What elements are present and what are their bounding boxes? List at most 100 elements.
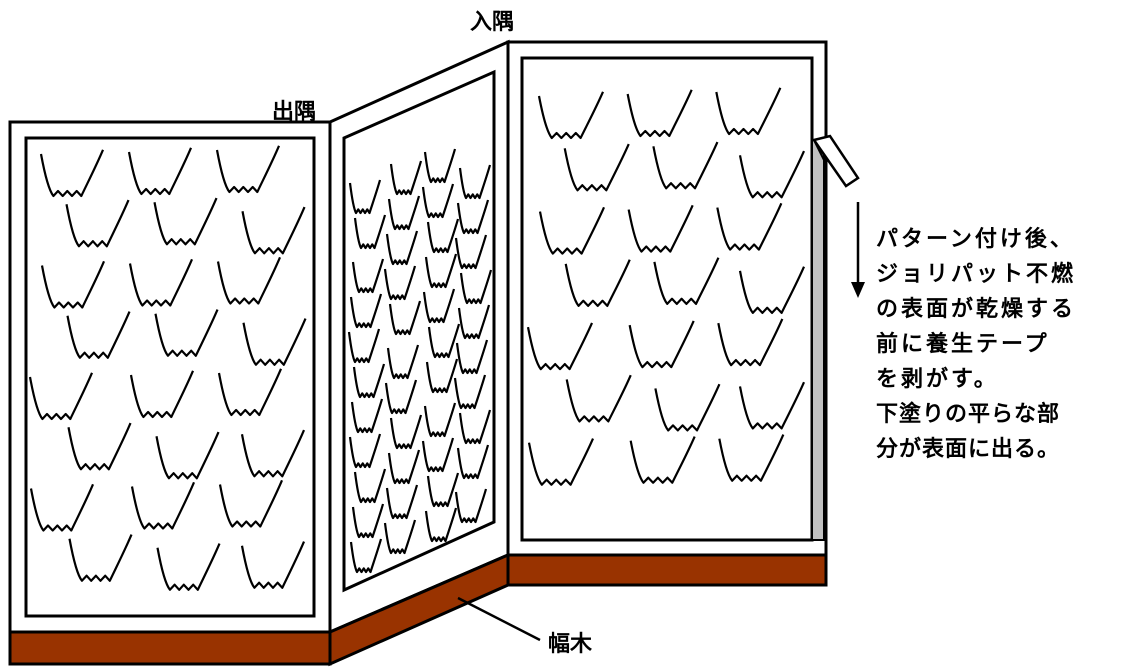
trowel-pattern-mark <box>387 195 421 231</box>
trowel-pattern-mark <box>128 258 194 307</box>
note-line: の表面が乾燥する <box>876 297 1077 322</box>
left-wall-panel <box>8 120 332 666</box>
trowel-pattern-mark <box>458 164 492 200</box>
trowel-pattern-mark <box>40 260 106 309</box>
trowel-pattern-mark <box>716 202 783 251</box>
trowel-pattern-mark <box>426 472 460 508</box>
right-baseboard <box>506 553 828 587</box>
trowel-pattern-mark <box>39 149 105 198</box>
trowel-pattern-mark <box>454 234 488 270</box>
trowel-pattern-mark <box>384 379 418 415</box>
trowel-pattern-mark <box>565 374 632 423</box>
trowel-pattern-mark <box>240 429 306 478</box>
trowel-pattern-mark <box>215 145 281 194</box>
right-wall-panel <box>506 40 828 587</box>
trowel-pattern-mark <box>216 256 282 305</box>
trowel-pattern-mark <box>155 431 220 480</box>
note-line: を剥がす。 <box>876 367 999 392</box>
label-outside-corner: 出隅 <box>272 100 317 125</box>
trowel-pattern-mark <box>240 541 306 589</box>
trowel-pattern-mark <box>653 257 720 305</box>
trowel-pattern-mark <box>424 253 458 289</box>
trowel-pattern-mark <box>424 507 458 543</box>
trowel-pattern-mark <box>459 269 493 305</box>
note-line: パターン付け後、 <box>876 227 1075 252</box>
trowel-pattern-mark <box>348 433 382 469</box>
trowel-pattern-mark <box>129 370 195 419</box>
trowel-pattern-mark <box>67 422 132 471</box>
trowel-pattern-mark <box>351 258 385 294</box>
middle-wall-inner <box>342 69 496 593</box>
trowel-pattern-mark <box>242 318 307 366</box>
trowel-pattern-mark <box>629 436 696 484</box>
trowel-pattern-mark <box>353 214 387 250</box>
trowel-pattern-mark <box>156 543 221 591</box>
trowel-pattern-mark <box>422 288 456 324</box>
trowel-pattern-mark <box>454 488 488 524</box>
trowel-pattern-mark <box>527 438 595 486</box>
trowel-pattern-mark <box>458 409 492 445</box>
trowel-pattern-mark <box>628 320 695 369</box>
instruction-note: パターン付け後、 ジョリパット不燃 の表面が乾燥する 前に養生テープ を剥がす。… <box>876 222 1126 467</box>
trowel-pattern-mark <box>351 503 385 539</box>
trowel-pattern-mark <box>350 398 384 434</box>
trowel-pattern-mark <box>352 363 386 399</box>
trowel-pattern-mark <box>130 481 196 530</box>
trowel-pattern-mark <box>68 534 133 582</box>
trowel-pattern-mark <box>718 434 785 482</box>
trowel-pattern-mark <box>715 87 782 136</box>
label-baseboard: 幅木 <box>548 632 593 657</box>
trowel-pattern-mark <box>217 368 283 417</box>
trowel-pattern-mark <box>127 147 193 196</box>
trowel-pattern-mark <box>717 318 784 367</box>
note-line: 下塗りの平らな部 <box>876 402 1061 427</box>
trowel-pattern-mark <box>421 183 455 219</box>
trowel-pattern-mark <box>388 300 422 336</box>
trowel-pattern-mark <box>218 479 284 528</box>
trowel-pattern-mark <box>153 197 218 246</box>
note-line: 前に養生テープ <box>876 332 1050 357</box>
left-wall-texture <box>28 145 307 591</box>
trowel-pattern-mark <box>349 538 383 574</box>
trowel-pattern-mark <box>347 328 381 364</box>
trowel-pattern-mark <box>627 204 694 253</box>
note-line: ジョリパット不燃 <box>876 262 1077 287</box>
trowel-pattern-mark <box>386 344 420 380</box>
trowel-pattern-mark <box>538 206 606 255</box>
trowel-pattern-mark <box>453 374 487 410</box>
trowel-pattern-mark <box>738 150 806 199</box>
trowel-pattern-mark <box>526 322 594 371</box>
trowel-pattern-mark <box>348 179 382 215</box>
trowel-pattern-mark <box>738 381 806 430</box>
trowel-pattern-mark <box>241 206 306 255</box>
trowel-pattern-mark <box>564 259 631 307</box>
trowel-pattern-mark <box>66 311 131 359</box>
arrow-down-icon <box>851 202 865 298</box>
trowel-pattern-mark <box>427 323 461 359</box>
trowel-pattern-mark <box>455 339 489 375</box>
trowel-pattern-mark <box>389 160 423 196</box>
baseboard-pointer-line <box>457 596 541 642</box>
note-line: 分が表面に出る。 <box>876 437 1061 462</box>
trowel-pattern-mark <box>389 414 423 450</box>
left-wall-inner <box>24 136 316 618</box>
label-inside-corner: 入隅 <box>470 10 515 35</box>
trowel-pattern-mark <box>426 218 460 254</box>
trowel-pattern-mark <box>383 265 417 301</box>
trowel-pattern-mark <box>383 519 417 555</box>
left-baseboard <box>8 630 332 666</box>
tape-roll-icon <box>811 134 860 188</box>
trowel-pattern-mark <box>456 444 490 480</box>
trowel-pattern-mark <box>29 483 95 532</box>
trowel-pattern-mark <box>349 293 383 329</box>
middle-wall-texture <box>347 148 493 574</box>
trowel-pattern-mark <box>154 309 219 357</box>
trowel-pattern-mark <box>652 141 719 190</box>
trowel-pattern-mark <box>537 91 605 140</box>
trowel-pattern-mark <box>626 89 693 138</box>
trowel-pattern-mark <box>457 304 491 340</box>
masking-tape-strip <box>811 139 825 541</box>
trowel-pattern-mark <box>563 143 630 192</box>
